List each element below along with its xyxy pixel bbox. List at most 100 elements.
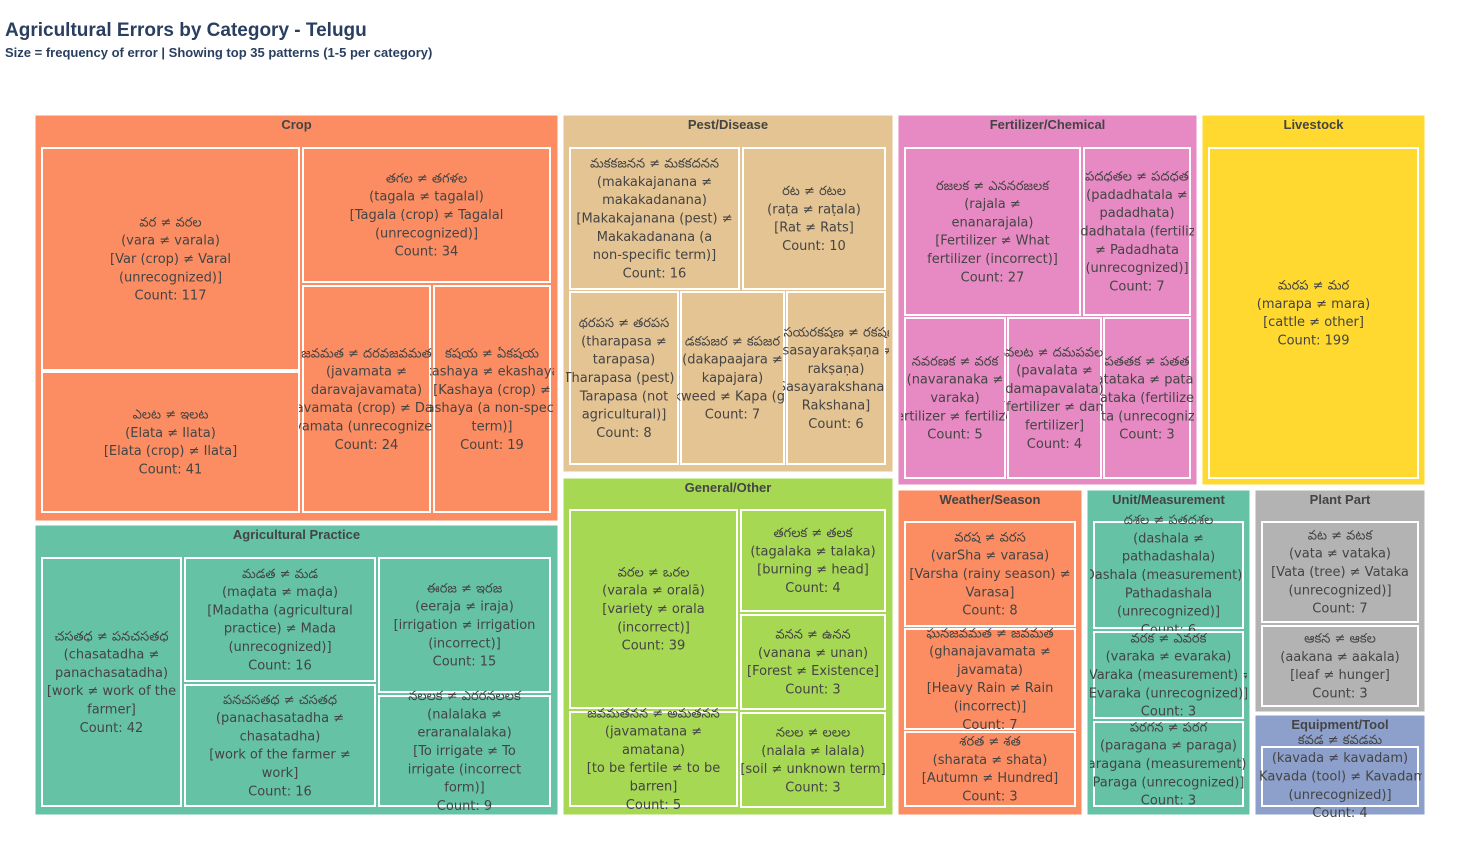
leaf-label: ఈరజ ≠ ఇరజ(eeraja ≠ iraja)[irrigation ≠ i… <box>394 581 536 669</box>
leaf-label-line: తగలక ≠ తలక <box>774 526 854 541</box>
leaf-agricultural-practice-2[interactable]: మడత ≠ మడ(maḍata ≠ maḍa)[Madatha (agricul… <box>184 557 376 682</box>
leaf-crop-2[interactable]: తగల ≠ తగళల(tagala ≠ tagalal)[Tagala (cro… <box>302 147 551 283</box>
leaf-general-other-2[interactable]: తగలక ≠ తలక(tagalaka ≠ talaka)[burning ≠ … <box>740 509 886 612</box>
leaf-crop-3[interactable]: ఎలట ≠ ఇలట(Elata ≠ Ilata)[Elata (crop) ≠ … <box>41 371 300 513</box>
leaf-rect[interactable] <box>569 711 738 807</box>
leaf-rect[interactable] <box>184 684 376 807</box>
leaf-rect[interactable] <box>41 371 300 513</box>
leaf-rect[interactable] <box>569 291 679 465</box>
leaf-livestock-1[interactable]: మరప ≠ మర(marapa ≠ mara)[cattle ≠ other]C… <box>1208 147 1419 479</box>
leaf-label-line: Paraga (unrecognized)] <box>1093 775 1245 790</box>
leaf-label-line: Count: 5 <box>626 798 681 813</box>
leaf-weather-season-1[interactable]: వరష ≠ వరస(varSha ≠ varasa)[Varsha (rainy… <box>904 521 1076 627</box>
leaf-weather-season-3[interactable]: శరత ≠ శత(sharata ≠ shata)[Autumn ≠ Hundr… <box>904 731 1076 807</box>
category-label-weather-season: Weather/Season <box>940 492 1041 507</box>
leaf-fertilizer-chemical-1[interactable]: రజలక ≠ ఎననరజలక(rajala ≠enanarajala)[Fert… <box>904 147 1081 316</box>
category-label-plant-part: Plant Part <box>1310 492 1371 507</box>
category-weather-season[interactable]: Weather/Season వరష ≠ వరస(varSha ≠ varasa)… <box>897 489 1083 816</box>
leaf-rect[interactable] <box>1083 147 1191 316</box>
leaf-rect[interactable] <box>786 291 886 465</box>
leaf-label: శరత ≠ శత(sharata ≠ shata)[Autumn ≠ Hundr… <box>922 735 1059 805</box>
leaf-label-line: eraranalalaka) <box>417 726 511 741</box>
leaf-pest-disease-2[interactable]: రట ≠ రటల(raṭa ≠ raṭala)[Rat ≠ Rats]Count… <box>742 147 886 290</box>
leaf-rect[interactable] <box>904 731 1076 807</box>
leaf-rect[interactable] <box>1007 317 1102 479</box>
leaf-rect[interactable] <box>1093 521 1244 629</box>
leaf-rect[interactable] <box>680 291 785 465</box>
leaf-label-line: [fertilizer ≠ dam <box>1001 400 1108 415</box>
leaf-label-line: (marapa ≠ mara) <box>1257 297 1370 312</box>
leaf-fertilizer-chemical-2[interactable]: పదధతల ≠ పదధత(padadhatala ≠padadhata)[Pad… <box>1060 147 1214 316</box>
leaf-pest-disease-5[interactable]: ససయరకషణ ≠ రకషణ(sasayarakṣaṇa ≠rakṣaṇa)[S… <box>773 291 900 465</box>
category-plant-part[interactable]: Plant Part వట ≠ వటక(vata ≠ vataka)[Vata (… <box>1254 489 1426 713</box>
category-unit-measurement[interactable]: Unit/Measurement దశల ≠ పతదశల(dashala ≠pat… <box>1075 489 1261 816</box>
leaf-rect[interactable] <box>1261 521 1419 623</box>
leaf-fertilizer-chemical-4[interactable]: పవలట ≠ దమపవలట(pavalata ≠damapavalata)[fe… <box>996 317 1114 479</box>
leaf-rect[interactable] <box>740 614 886 710</box>
leaf-rect[interactable] <box>569 147 740 290</box>
leaf-pest-disease-4[interactable]: డకపజర ≠ కపజర(dakapaajara ≠kapajara)[Duck… <box>643 291 822 465</box>
leaf-rect[interactable] <box>41 147 300 371</box>
leaf-label-line: కవడ ≠ కవడమ <box>1298 733 1382 748</box>
leaf-fertilizer-chemical-3[interactable]: నవరణక ≠ వరక(navaranaka ≠varaka)[fertiliz… <box>886 317 1023 479</box>
leaf-rect[interactable] <box>1261 746 1419 807</box>
leaf-crop-5[interactable]: కషయ ≠ ఏకషయ(kashaya ≠ ekashaya)[Kashaya (… <box>411 285 573 513</box>
leaf-label: పదధతల ≠ పదధత(padadhatala ≠padadhata)[Pad… <box>1060 170 1214 295</box>
leaf-rect[interactable] <box>302 285 431 513</box>
leaf-plant-part-2[interactable]: ఆకన ≠ ఆకల(aakana ≠ aakala)[leaf ≠ hunger… <box>1261 625 1419 707</box>
category-label-livestock: Livestock <box>1284 117 1345 132</box>
leaf-rect[interactable] <box>378 557 551 693</box>
leaf-crop-1[interactable]: వర ≠ వరల(vara ≠ varala)[Var (crop) ≠ Var… <box>41 147 300 371</box>
leaf-rect[interactable] <box>1103 317 1191 479</box>
leaf-general-other-5[interactable]: నలల ≠ లలల(nalala ≠ lalala)[soil ≠ unknow… <box>740 712 886 808</box>
leaf-rect[interactable] <box>904 521 1076 627</box>
leaf-rect[interactable] <box>740 509 886 612</box>
leaf-fertilizer-chemical-5[interactable]: పతతక ≠ పతత(patataka ≠ patata)[Patataka (… <box>1073 317 1222 479</box>
leaf-pest-disease-3[interactable]: థరపస ≠ తరపస(tharapasa ≠tarapasa)[Tharapa… <box>559 291 690 465</box>
leaf-label-line: వట ≠ వటక <box>1308 528 1374 543</box>
leaf-label-line: (patataka ≠ patata) <box>1082 373 1211 388</box>
leaf-rect[interactable] <box>378 695 551 807</box>
leaf-weather-season-2[interactable]: ఘనజవమత ≠ జవమత(ghanajavamata ≠javamata)[H… <box>904 626 1076 733</box>
leaf-rect[interactable] <box>433 285 551 513</box>
category-label-unit-measurement: Unit/Measurement <box>1112 492 1225 507</box>
leaf-general-other-1[interactable]: వరల ≠ ఒరల(varala ≠ oralā)[variety ≠ oral… <box>569 509 738 709</box>
leaf-crop-4[interactable]: జవమత ≠ దరవజవమత(javamata ≠daravajavamata)… <box>281 285 450 513</box>
leaf-rect[interactable] <box>1093 721 1244 807</box>
leaf-rect[interactable] <box>41 557 182 807</box>
leaf-rect[interactable] <box>740 712 886 808</box>
leaf-general-other-3[interactable]: వనన ≠ ఉనన(vanana ≠ unan)[Forest ≠ Existe… <box>740 614 886 710</box>
leaf-unit-measurement-2[interactable]: వరక ≠ ఎవరక(varaka ≠ evaraka)[Varaka (mea… <box>1084 631 1254 720</box>
leaf-agricultural-practice-1[interactable]: చసతధ ≠ పనచసతధ(chasatadha ≠panachasatadha… <box>41 557 182 807</box>
leaf-unit-measurement-3[interactable]: పరగన ≠ పరగ(paragana ≠ paraga)[Paragana (… <box>1075 720 1261 808</box>
leaf-label: మడత ≠ మడ(maḍata ≠ maḍa)[Madatha (agricul… <box>207 567 352 674</box>
leaf-unit-measurement-1[interactable]: దశల ≠ పతదశల(dashala ≠pathadashala)[Dasha… <box>1080 513 1258 638</box>
leaf-general-other-4[interactable]: జవమతనన ≠ అమతనన(javamatana ≠amatana)[to b… <box>569 706 738 813</box>
leaf-label-line: (raṭa ≠ raṭala) <box>767 202 861 217</box>
leaf-label-line: [Paragana (measurement) ≠ <box>1075 757 1261 772</box>
leaf-rect[interactable] <box>904 317 1006 479</box>
leaf-rect[interactable] <box>1208 147 1419 479</box>
leaf-plant-part-1[interactable]: వట ≠ వటక(vata ≠ vataka)[Vata (tree) ≠ Va… <box>1261 521 1419 623</box>
leaf-agricultural-practice-4[interactable]: పనచసతధ ≠ చసతధ(panachasatadha ≠chasatadha… <box>184 684 376 807</box>
leaf-rect[interactable] <box>742 147 886 290</box>
leaf-rect[interactable] <box>904 147 1081 316</box>
category-livestock[interactable]: Livestock మరప ≠ మర(marapa ≠ mara)[cattle … <box>1201 114 1426 486</box>
leaf-agricultural-practice-5[interactable]: నలలక ≠ ఎరరనలలక(nalalaka ≠eraranalalaka)[… <box>378 689 551 814</box>
leaf-rect[interactable] <box>1261 625 1419 707</box>
leaf-label-line: Count: 6 <box>808 417 863 432</box>
leaf-rect[interactable] <box>302 147 551 283</box>
leaf-agricultural-practice-3[interactable]: ఈరజ ≠ ఇరజ(eeraja ≠ iraja)[irrigation ≠ i… <box>378 557 551 693</box>
leaf-equipment-tool-1[interactable]: కవడ ≠ కవడమ(kavada ≠ kavadam)[Kavada (too… <box>1254 733 1426 821</box>
leaf-rect[interactable] <box>184 557 376 682</box>
leaf-pest-disease-1[interactable]: మకకజనన ≠ మకకదనన(makakajanana ≠makakadana… <box>569 147 740 290</box>
leaf-rect[interactable] <box>569 509 738 709</box>
leaf-rect[interactable] <box>904 628 1076 730</box>
leaf-rect[interactable] <box>1093 631 1244 719</box>
